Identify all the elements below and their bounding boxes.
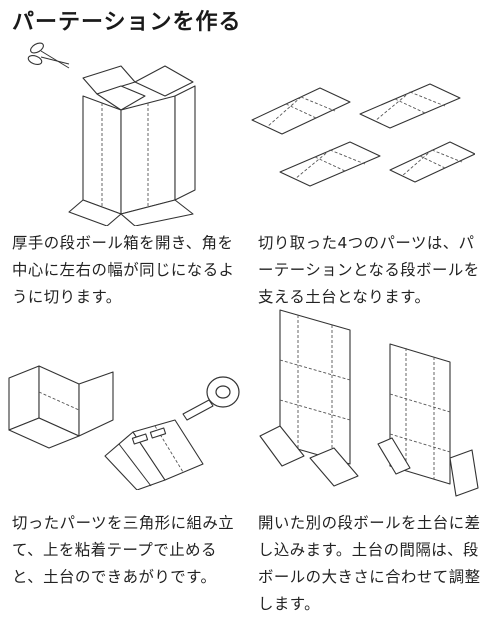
page-title: パーテーションを作る bbox=[12, 10, 242, 35]
step-4-text: 開いた別の段ボールを土台に差し込みます。土台の間隔は、段ボールの大きさに合わせて… bbox=[258, 514, 481, 613]
scissors-icon bbox=[27, 41, 69, 68]
illustration-four-pieces bbox=[250, 80, 475, 200]
illustration-cut-box bbox=[25, 36, 225, 226]
illustration-partition-assembled bbox=[250, 308, 480, 503]
step-1-text: 厚手の段ボール箱を開き、角を中心に左右の幅が同じになるように切ります。 bbox=[12, 234, 235, 306]
tape-roll-icon bbox=[183, 377, 239, 420]
step-2-text: 切り取った4つのパーツは、パーテーションとなる段ボールを支える土台となります。 bbox=[258, 234, 480, 306]
illustration-triangle-base bbox=[5, 340, 240, 490]
step-3-text: 切ったパーツを三角形に組み立て、上を粘着テープで止めると、土台のできあがりです。 bbox=[12, 514, 235, 586]
